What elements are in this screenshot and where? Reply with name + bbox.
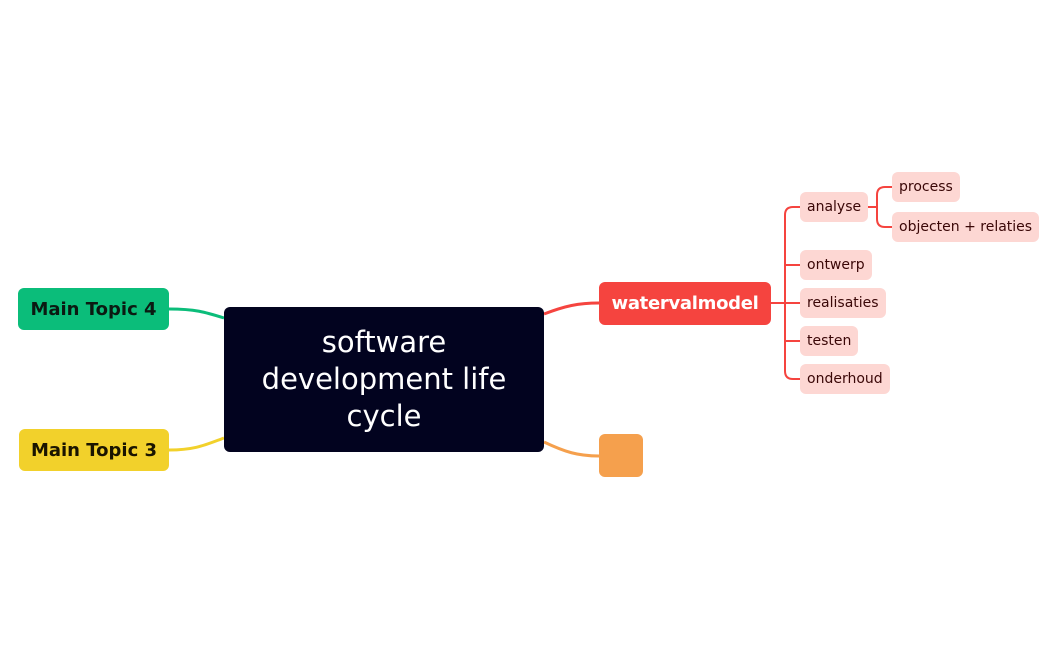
subtopic-onderhoud-label: onderhoud <box>807 371 883 387</box>
main-topic-orange-empty[interactable] <box>599 434 643 477</box>
connector-watervalmodel <box>543 301 600 316</box>
subtopic-objecten-relaties[interactable]: objecten + relaties <box>892 212 1040 242</box>
subtopic-ontwerp[interactable]: ontwerp <box>800 250 872 280</box>
main-topic-watervalmodel[interactable]: watervalmodel <box>599 282 771 325</box>
subtopic-process-label: process <box>899 179 953 195</box>
main-topic-4[interactable]: Main Topic 4 <box>18 288 169 330</box>
subtopic-analyse[interactable]: analyse <box>800 192 869 222</box>
central-topic[interactable]: software development life cycle <box>224 307 544 452</box>
main-topic-3-label: Main Topic 3 <box>30 439 158 461</box>
main-topic-4-label: Main Topic 4 <box>30 298 157 320</box>
main-topic-watervalmodel-label: watervalmodel <box>611 293 759 314</box>
subtopic-realisaties-label: realisaties <box>807 295 879 311</box>
subtopic-testen[interactable]: testen <box>800 326 859 356</box>
connector-orange-topic <box>543 440 600 458</box>
subtopic-realisaties[interactable]: realisaties <box>800 288 886 318</box>
main-topic-3[interactable]: Main Topic 3 <box>19 429 169 471</box>
central-topic-line-1: software <box>321 325 447 359</box>
central-topic-line-3: cycle <box>346 399 422 433</box>
connector-main-topic-4 <box>168 307 225 320</box>
subtopic-onderhoud[interactable]: onderhoud <box>800 364 890 394</box>
central-topic-line-2: development life <box>261 362 507 396</box>
subtopic-analyse-label: analyse <box>807 199 862 215</box>
subtopic-ontwerp-label: ontwerp <box>807 257 865 273</box>
connector-watervalmodel-children <box>771 206 800 380</box>
subtopic-objecten-relaties-label: objecten + relaties <box>899 219 1033 235</box>
subtopic-process[interactable]: process <box>892 172 960 202</box>
connector-main-topic-3 <box>168 436 225 452</box>
subtopic-testen-label: testen <box>807 333 852 349</box>
